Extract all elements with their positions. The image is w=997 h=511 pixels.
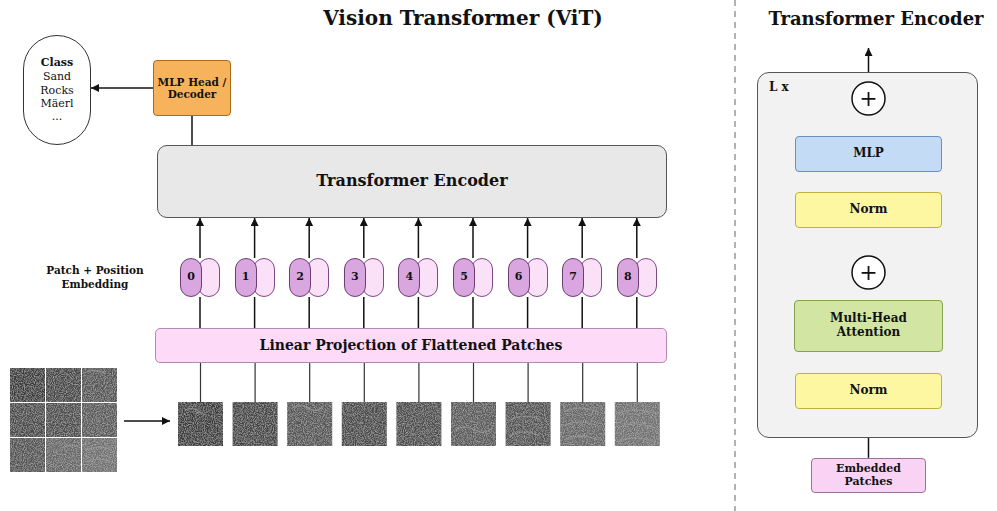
token-embedding: 8	[617, 258, 657, 297]
add-circle: +	[851, 255, 886, 290]
add-circle: +	[851, 81, 886, 116]
node-label: 4	[406, 271, 414, 284]
node-label: +	[859, 88, 877, 110]
token-pill: 2	[289, 258, 311, 297]
connector	[199, 297, 201, 328]
token-pill: 8	[617, 258, 639, 297]
token-embedding: 5	[453, 258, 493, 297]
node-label: Multi-Head Attention	[798, 312, 939, 340]
encoder-block: L x+MLPNorm+Multi-Head AttentionNorm	[757, 72, 978, 438]
connector	[472, 297, 474, 328]
class-output: ClassSand Rocks Mäerl ...	[23, 35, 91, 145]
panel-divider	[734, 0, 736, 511]
token-embedding: 6	[508, 258, 548, 297]
connector	[418, 297, 420, 328]
input-box: Embedded Patches	[811, 458, 926, 493]
token-embedding: 4	[398, 258, 438, 297]
connector	[363, 218, 365, 258]
norm-box: Norm	[795, 192, 942, 228]
connector	[199, 218, 201, 258]
node-label: Transformer Encoder	[316, 172, 507, 190]
attention-box: Multi-Head Attention	[794, 300, 943, 352]
connector	[254, 297, 256, 328]
circle-shape	[852, 256, 885, 289]
node-label: 7	[569, 271, 577, 284]
norm-box: Norm	[795, 373, 942, 409]
token-embedding: 3	[344, 258, 384, 297]
token-pill: 3	[344, 258, 366, 297]
node-label: L x	[769, 81, 789, 95]
node-label: 2	[296, 271, 304, 284]
node-label: Norm	[850, 203, 888, 217]
node-label: Norm	[850, 384, 888, 398]
token-pill: 6	[508, 258, 530, 297]
connector	[636, 218, 638, 258]
token-embedding: 2	[289, 258, 329, 297]
node-label: +	[859, 262, 877, 284]
node-label: 0	[187, 271, 195, 284]
connector	[308, 297, 310, 328]
connector	[581, 297, 583, 328]
grid-arrow	[124, 420, 170, 422]
connector	[91, 87, 153, 89]
node-label: 1	[242, 271, 250, 284]
node-label: MLP Head / Decoder	[156, 76, 228, 100]
patch-row	[178, 402, 660, 446]
projection-box: Linear Projection of Flattened Patches	[155, 328, 667, 363]
connector	[191, 116, 193, 145]
connector	[418, 218, 420, 258]
image-grid	[10, 368, 117, 472]
token-pill: 5	[453, 258, 475, 297]
connector	[254, 218, 256, 258]
seabed-ripples	[62, 370, 656, 462]
panel-title: Transformer Encoder	[756, 8, 996, 30]
token-pill: 7	[562, 258, 584, 297]
token-embedding: 7	[562, 258, 602, 297]
node-label: 8	[624, 271, 632, 284]
node-body: Sand Rocks Mäerl ...	[40, 70, 73, 123]
connector	[527, 297, 529, 328]
connector	[363, 297, 365, 328]
connector	[581, 218, 583, 258]
node-label: Class	[41, 57, 73, 70]
head-box: MLP Head / Decoder	[153, 60, 231, 116]
node-label: MLP	[853, 147, 884, 161]
connector	[527, 218, 529, 258]
node-label: 6	[515, 271, 523, 284]
node-label: 5	[460, 271, 468, 284]
patch-feed-lines	[201, 363, 638, 402]
token-pill: 0	[180, 258, 202, 297]
token-embedding: 0	[180, 258, 220, 297]
circle-shape	[852, 82, 885, 115]
connector	[472, 218, 474, 258]
token-pill: 1	[235, 258, 257, 297]
node-label: Embedded Patches	[815, 463, 922, 488]
encoder-box: Transformer Encoder	[157, 145, 667, 218]
axis-caption: Patch + Position Embedding	[38, 264, 152, 291]
node-label: 3	[351, 271, 359, 284]
connector	[308, 218, 310, 258]
connector	[636, 297, 638, 328]
node-label: Linear Projection of Flattened Patches	[260, 337, 563, 353]
diagram-title: Vision Transformer (ViT)	[263, 6, 663, 30]
mlp-box: MLP	[795, 136, 942, 172]
repeat-label-holder: L x	[769, 81, 789, 95]
token-pill: 4	[398, 258, 420, 297]
token-embedding: 1	[235, 258, 275, 297]
